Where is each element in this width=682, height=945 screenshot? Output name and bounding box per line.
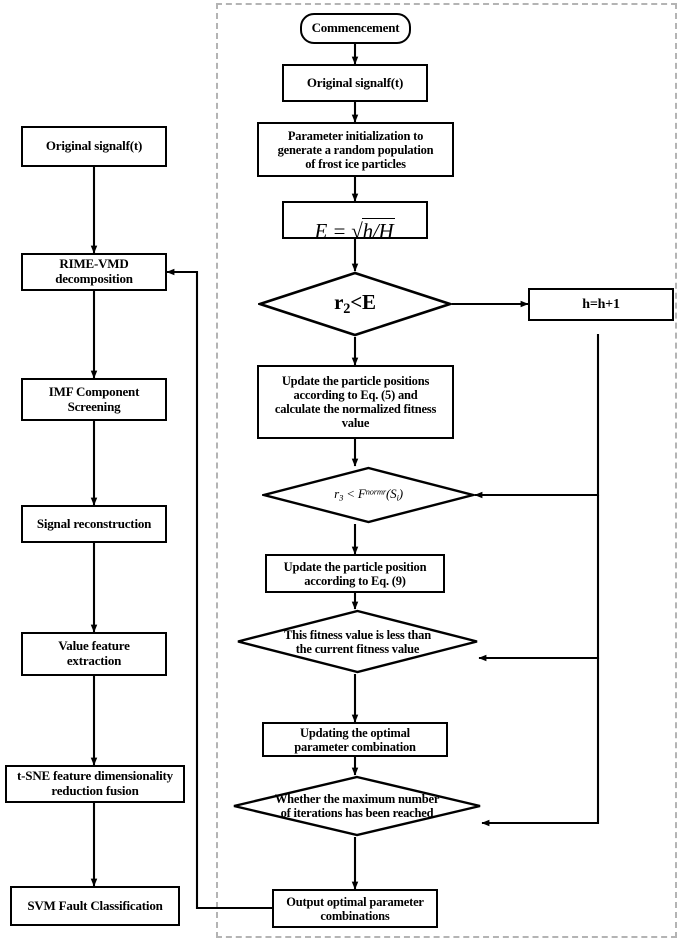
node-update-particle-position-eq9[interactable]: Update the particle position according t…	[265, 554, 445, 593]
formula-e-sqrt-h-over-h: E = √h/H	[314, 218, 396, 243]
diamond-shape	[236, 609, 479, 674]
decision-r2-less-than-e[interactable]: r2<E	[258, 271, 452, 337]
node-updating-optimal-parameter-combination[interactable]: Updating the optimal parameter combinati…	[262, 722, 448, 757]
node-update-particle-positions-eq5[interactable]: Update the particle positions according …	[257, 365, 454, 439]
node-original-signal-right[interactable]: Original signalf(t)	[282, 64, 428, 102]
decision-max-iterations-reached[interactable]: Whether the maximum number of iterations…	[232, 775, 482, 837]
decision-r3-label: r3 < Fnormr(Si)	[334, 485, 403, 503]
diamond-shape	[258, 271, 452, 337]
node-svm-fault-classification[interactable]: SVM Fault Classification	[10, 886, 180, 926]
node-energy-formula[interactable]: E = √h/H	[282, 201, 428, 243]
node-output-optimal-parameter-combinations[interactable]: Output optimal parameter combinations	[272, 889, 438, 928]
decision-r3-less-than-fnormr[interactable]: r3 < Fnormr(Si)	[262, 466, 475, 524]
diamond-shape	[232, 775, 482, 837]
node-increment-h[interactable]: h=h+1	[528, 288, 674, 321]
node-parameter-initialization[interactable]: Parameter initialization to generate a r…	[257, 122, 454, 177]
node-rime-vmd-decomposition[interactable]: RIME-VMD decomposition	[21, 253, 167, 291]
node-tsne-feature-reduction[interactable]: t-SNE feature dimensionality reduction f…	[5, 765, 185, 803]
decision-r2-label: r2<E	[334, 290, 376, 317]
node-imf-component-screening[interactable]: IMF Component Screening	[21, 378, 167, 421]
node-commencement[interactable]: Commencement	[300, 13, 411, 44]
decision-fitness-less-than-current[interactable]: This fitness value is less than the curr…	[236, 609, 479, 674]
node-original-signal-left[interactable]: Original signalf(t)	[21, 126, 167, 167]
diamond-shape	[262, 466, 475, 524]
node-signal-reconstruction[interactable]: Signal reconstruction	[21, 505, 167, 543]
node-value-feature-extraction[interactable]: Value feature extraction	[21, 632, 167, 676]
